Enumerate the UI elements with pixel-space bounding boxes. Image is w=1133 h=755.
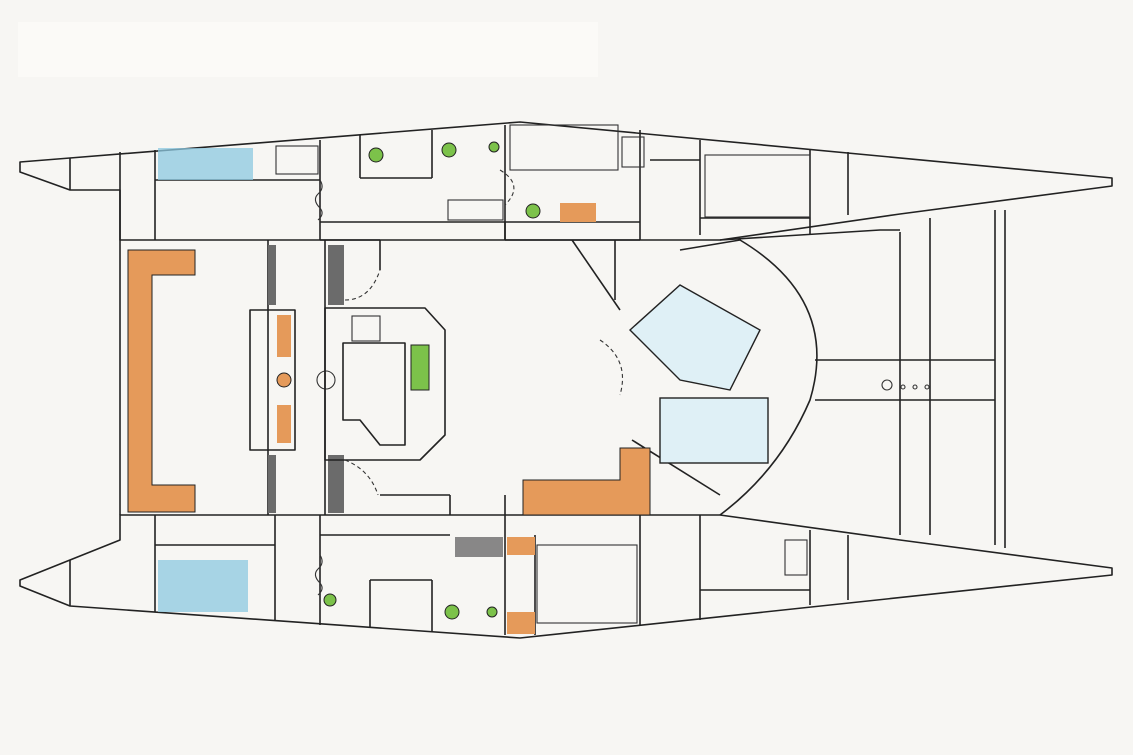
galley-counter [324,307,446,461]
berth-aft-port [158,560,248,612]
port-hull [19,514,1113,639]
anchor-chain [900,384,930,390]
saloon-settee [522,447,651,516]
bulkhead-dark [268,245,276,305]
drawers-icon [621,136,645,168]
helm-stool-icon [276,372,292,388]
berth-mid-starboard [509,124,619,171]
galley-inner [342,342,406,446]
ladder-icon [784,539,808,576]
berth-aft-starboard [158,148,253,180]
helm-seat [277,315,291,357]
berth-mid-port [536,544,638,624]
cabinet-port [507,537,535,555]
bulkhead-dark [328,455,344,513]
curtain-icon [314,554,323,596]
door-swing [599,339,624,396]
berth-forward-lower [659,397,769,464]
starboard-hull [19,121,1113,241]
bulkhead-dark [328,245,344,305]
toilet-icon [323,593,337,607]
galley-sink [410,344,430,391]
shower-icon [488,141,500,153]
cabinet-port-aft [507,612,535,634]
door-swing [344,269,381,301]
basin-icon [441,142,457,158]
sink-icon [275,145,319,175]
anchor-windlass-icon [881,379,893,391]
cabinet-starboard [560,203,596,222]
erased-label-area [18,22,598,77]
door-swing [344,459,379,496]
stove-icon [351,315,381,342]
stairs-starboard [447,199,504,221]
toilet-icon [368,147,384,163]
steering-wheel-icon [316,370,336,390]
curtain-icon [314,179,323,221]
helm-seat [277,405,291,443]
shower-icon [486,606,498,618]
toilet-icon [525,203,541,219]
helm-station [249,309,296,451]
cockpit-settee [127,249,196,513]
stairs-port [455,537,503,557]
toilet-icon [444,604,460,620]
berth-forward-cabin [628,284,761,391]
door-swing [499,169,515,206]
bridge-deck [119,210,1006,548]
bulkhead-dark [268,455,276,513]
berth-fwd-starboard [704,154,811,218]
